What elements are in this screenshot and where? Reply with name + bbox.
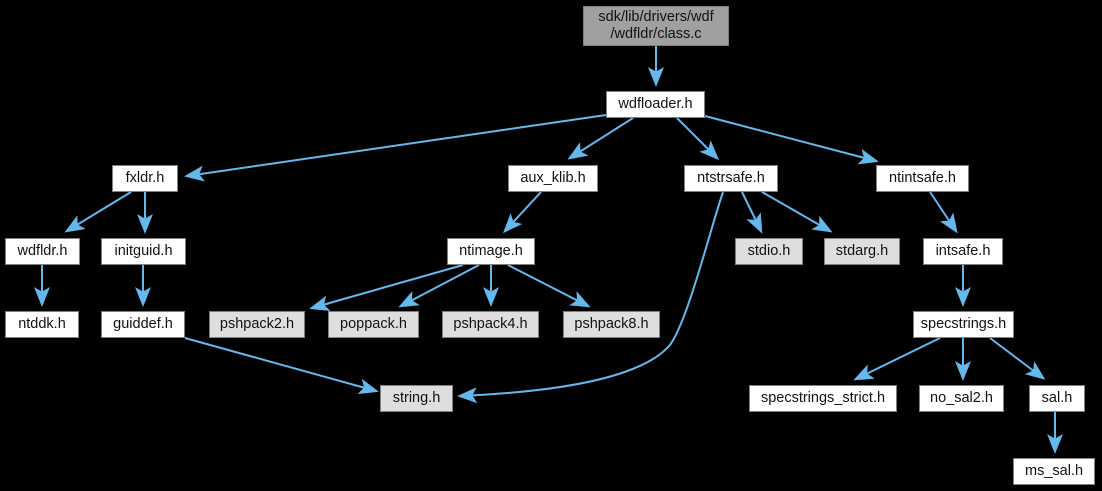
graph-edge (309, 264, 464, 312)
graph-node-ntimage-h[interactable]: ntimage.h (447, 238, 535, 265)
graph-edge (676, 117, 720, 161)
graph-node-stdarg-h[interactable]: stdarg.h (824, 238, 900, 265)
graph-node-specstrings-strict-h[interactable]: specstrings_strict.h (749, 385, 897, 412)
graph-node-wdfldr-h[interactable]: wdfldr.h (5, 238, 80, 265)
graph-node-intsafe-h[interactable]: intsafe.h (923, 238, 1003, 265)
graph-edge (507, 264, 591, 308)
graph-node-specstrings-h[interactable]: specstrings.h (913, 311, 1014, 338)
graph-edge (184, 337, 379, 395)
graph-node-pshpack8-h[interactable]: pshpack8.h (563, 311, 660, 338)
graph-node-guiddef-h[interactable]: guiddef.h (101, 311, 185, 338)
graph-edge (567, 117, 634, 160)
graph-edge (457, 191, 724, 404)
graph-node-ntstrsafe-h[interactable]: ntstrsafe.h (684, 165, 778, 192)
graph-node-ms-sal-h[interactable]: ms_sal.h (1013, 458, 1095, 485)
graph-node-initguid-h[interactable]: initguid.h (101, 238, 186, 265)
graph-node-string-h[interactable]: string.h (380, 385, 453, 412)
graph-node-ntddk-h[interactable]: ntddk.h (5, 311, 79, 338)
graph-edge (989, 337, 1046, 380)
graph-edge (398, 264, 480, 308)
graph-node-wdfloader-h[interactable]: wdfloader.h (606, 91, 705, 118)
graph-node-ntintsafe-h[interactable]: ntintsafe.h (876, 165, 969, 192)
graph-edge (64, 191, 132, 233)
edge-group (34, 46, 1063, 454)
graph-node-pshpack2-h[interactable]: pshpack2.h (209, 311, 305, 338)
graph-edge (853, 337, 941, 381)
graph-node-poppack-h[interactable]: poppack.h (328, 311, 419, 338)
graph-node-no-sal2-h[interactable]: no_sal2.h (919, 385, 1004, 412)
graph-node-fxldr-h[interactable]: fxldr.h (112, 165, 178, 192)
graph-edge (761, 191, 833, 233)
graph-node-class-c[interactable]: sdk/lib/drivers/wdf /wdfldr/class.c (583, 6, 729, 46)
graph-edge (502, 191, 542, 234)
graph-edge (929, 191, 958, 234)
graph-edge (704, 115, 879, 165)
graph-node-aux-klib-h[interactable]: aux_klib.h (508, 165, 598, 192)
graph-edge (741, 191, 763, 234)
graph-node-stdio-h[interactable]: stdio.h (735, 238, 803, 265)
graph-node-sal-h[interactable]: sal.h (1029, 385, 1085, 412)
graph-node-pshpack4-h[interactable]: pshpack4.h (442, 311, 539, 338)
graph-edge (184, 114, 607, 182)
